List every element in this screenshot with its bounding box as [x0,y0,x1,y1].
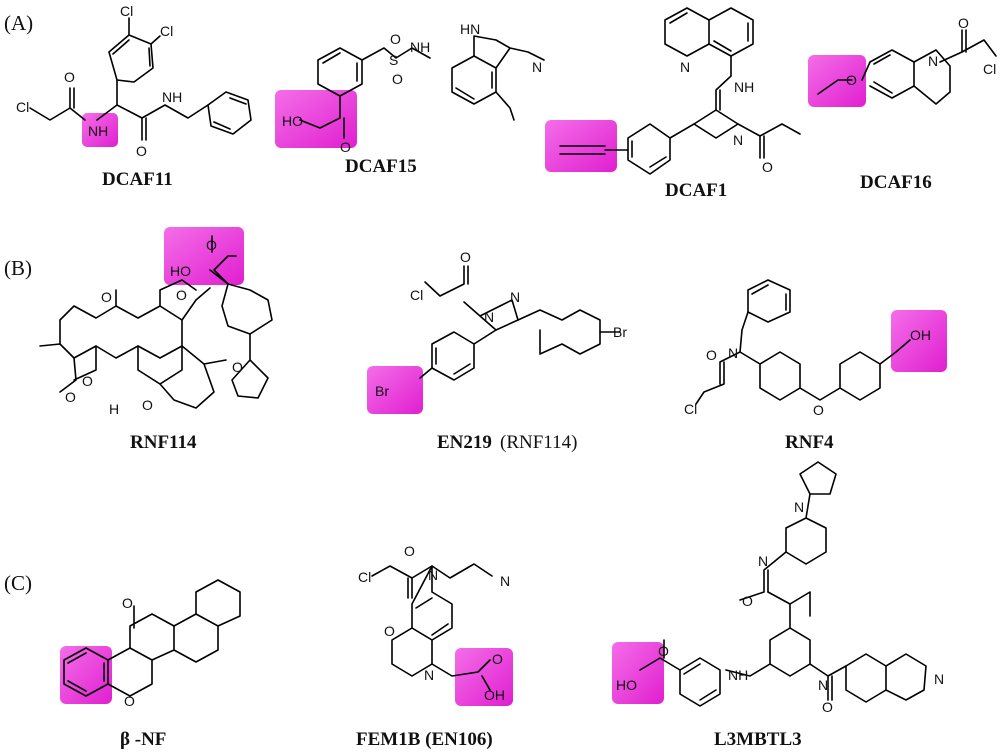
highlight-box [612,642,664,704]
atom-o: O [404,543,415,559]
atom-cl: Cl [983,61,996,77]
structure-fem1b: Cl O N N O N OH O FEM1B (EN106) [356,543,513,750]
atom-cl: Cl [410,287,423,303]
atom-n: N [428,567,438,583]
atom-n: N [424,667,434,683]
atom-o: O [392,71,403,87]
atom-o: O [124,693,135,709]
section-label-c: (C) [4,571,32,595]
atom-o: O [142,397,153,413]
atom-nh: NH [728,667,748,683]
section-label-b: (B) [4,256,32,280]
atom-cl: Cl [160,23,173,39]
atom-n: N [758,553,768,569]
structure-dcaf1: N NH N O DCAF1 [545,7,801,201]
atom-o: O [384,623,395,639]
compound-label-rnf114: RNF114 [130,432,197,453]
highlight-box [82,113,118,147]
atom-ho: HO [170,263,191,279]
atom-o: O [492,651,503,667]
section-label-a: (A) [4,11,33,35]
compound-label-dcaf1: DCAF1 [665,180,727,201]
compound-label-dcaf15: DCAF15 [345,156,417,177]
atom-o: O [846,72,857,88]
atom-s: S [389,52,398,68]
structure-en219: Cl O N N Br Br EN219 (RNF114) [367,249,627,453]
atom-o: O [340,139,351,155]
atom-nh: NH [162,89,182,105]
atom-n: N [728,345,738,361]
compound-label-rnf4: RNF4 [785,432,834,453]
structure-dcaf16: O N O Cl DCAF16 [808,15,997,193]
atom-n: N [928,53,938,69]
atom-n: N [484,309,494,325]
atom-n: N [510,289,520,305]
atom-oh: OH [484,687,505,703]
atom-o: O [101,289,112,305]
atom-o: O [82,373,93,389]
atom-o: O [136,143,147,159]
compound-label-beta-nf: β -NF [120,729,166,750]
atom-n: N [532,59,542,75]
highlight-box [164,227,244,285]
atom-o: O [742,593,753,609]
structure-l3mbtl3: N O N NH O N N HO O L3MBTL3 [612,461,944,750]
atom-o: O [658,643,669,659]
atom-hn: HN [460,21,480,37]
atom-n: N [680,59,690,75]
compound-note-en219: (RNF114) [500,432,577,453]
atom-o: O [822,699,833,715]
atom-n: N [733,132,743,148]
atom-o: O [706,347,717,363]
compound-label-l3mbtl3: L3MBTL3 [714,729,802,750]
atom-cl: Cl [16,99,29,115]
atom-o: O [390,31,401,47]
atom-n: N [794,499,804,515]
atom-ho: HO [616,677,637,693]
atom-oh: OH [910,327,931,343]
atom-o: O [176,287,187,303]
atom-n: N [500,573,510,589]
compound-label-dcaf16: DCAF16 [860,172,932,193]
atom-o: O [122,595,133,611]
structure-rnf114: HO O O O O O H O O RNF114 [39,227,273,453]
compound-label-en219: EN219 [437,432,492,453]
structure-beta-nf: O O β -NF [60,579,241,750]
atom-o: O [64,69,75,85]
atom-o: O [958,15,969,31]
atom-o: O [460,249,471,265]
atom-n: N [934,671,944,687]
atom-nh: NH [88,123,108,139]
atom-nh: NH [734,79,754,95]
atom-cl: Cl [120,3,133,19]
atom-n: N [818,677,828,693]
highlight-box [891,310,947,372]
atom-cl: Cl [684,401,697,417]
structure-dcaf11: Cl Cl Cl O NH O NH DCAF11 [16,3,252,190]
atom-br: Br [613,324,627,340]
highlight-box [367,366,423,414]
compound-label-dcaf11: DCAF11 [102,169,173,190]
atom-o: O [232,359,243,375]
compound-label-fem1b: FEM1B (EN106) [356,729,493,750]
atom-o: O [65,389,76,405]
atom-o: O [206,237,217,253]
atom-h: H [109,401,119,417]
structure-dcaf15: O O S NH HN N HO O DCAF15 [275,21,545,177]
atom-nh: NH [410,39,430,55]
atom-o: O [762,159,773,175]
atom-br: Br [375,383,389,399]
structure-rnf4: N O Cl O OH RNF4 [684,279,947,453]
atom-ho: HO [282,113,303,129]
atom-o: O [813,402,824,418]
highlight-box [455,648,513,706]
highlight-box [275,90,357,148]
atom-cl: Cl [358,569,371,585]
